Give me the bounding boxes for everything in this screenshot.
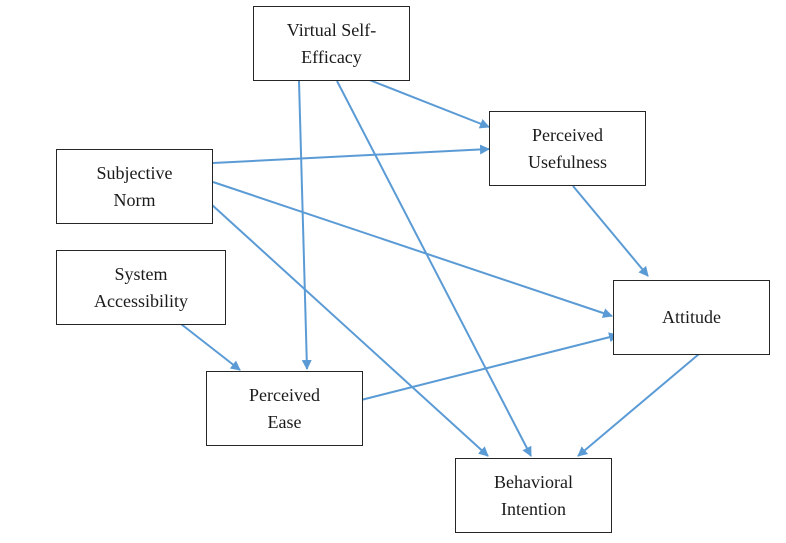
edge-pe-att (360, 332, 619, 401)
node-label-line: Ease (267, 411, 302, 432)
edge-sn-bi (210, 203, 489, 457)
edge-att-bi (577, 353, 700, 457)
node-label-line: Perceived (249, 384, 320, 405)
node-label-line: Virtual Self- (286, 19, 377, 40)
edge-sn-pu (212, 144, 490, 164)
node-label-line: Efficacy (301, 46, 362, 67)
node-label-line: Perceived (532, 124, 603, 145)
node-label: Attitude (662, 304, 721, 331)
edge-sa-pe (180, 323, 241, 371)
node-label-line: Attitude (662, 307, 721, 327)
node-label-line: System (114, 263, 168, 284)
node-label: Virtual Self- Efficacy (287, 17, 376, 71)
node-label-line: Usefulness (528, 151, 607, 172)
node-label-line: Behavioral (494, 471, 573, 492)
node-label-line: Subjective (96, 162, 173, 183)
node-label-line: Accessibility (94, 290, 188, 311)
edge-vse-pu (366, 78, 490, 129)
node-label-line: Norm (113, 189, 156, 210)
node-virtual-self-efficacy: Virtual Self- Efficacy (253, 6, 410, 81)
node-attitude: Attitude (613, 280, 770, 355)
edge-pu-att (572, 185, 649, 277)
node-label-line: Intention (500, 498, 566, 519)
edge-vse-pe (298, 80, 312, 370)
edge-sn-att (212, 181, 613, 318)
edge-vse-bi (336, 80, 532, 457)
